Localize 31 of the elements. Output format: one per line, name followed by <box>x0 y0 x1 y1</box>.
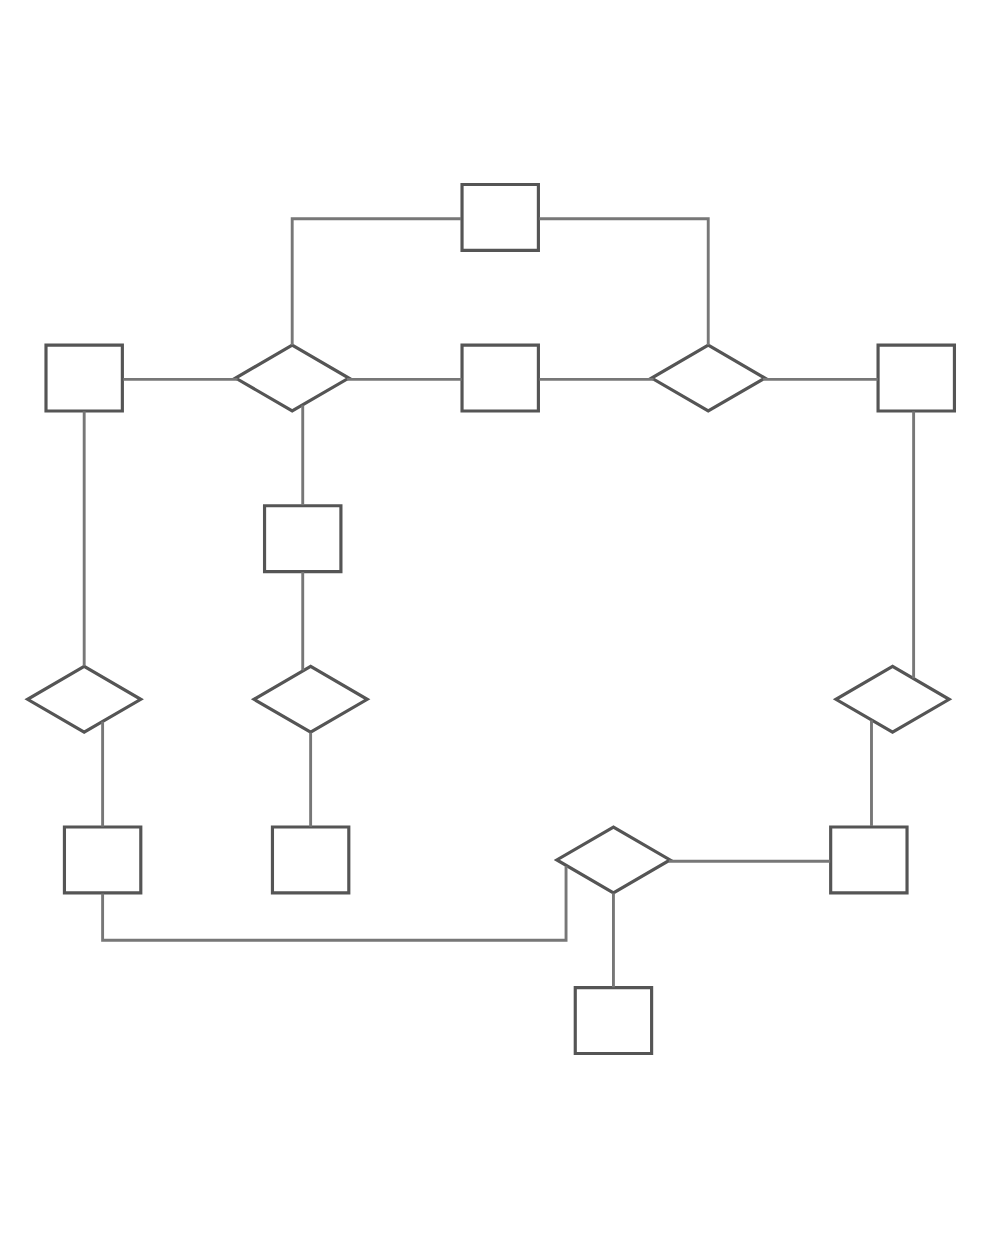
node-box <box>270 824 351 894</box>
connector <box>539 216 710 345</box>
connector <box>346 376 462 380</box>
node-diamond <box>250 663 371 734</box>
node-box <box>44 342 124 412</box>
connector <box>668 858 831 862</box>
connector <box>870 719 873 825</box>
node-box <box>460 181 540 251</box>
connector <box>301 570 305 670</box>
connector <box>539 376 654 380</box>
node-box <box>62 824 143 894</box>
node-box <box>262 503 343 573</box>
connector <box>301 404 305 505</box>
node-diamond <box>648 342 768 412</box>
connector <box>101 865 568 941</box>
connector <box>101 720 105 826</box>
connector <box>82 410 86 665</box>
node-diamond <box>553 824 674 894</box>
node-box <box>876 342 956 412</box>
connector <box>762 376 878 380</box>
connector <box>123 376 238 380</box>
node-diamond <box>232 342 352 412</box>
connector <box>309 731 313 826</box>
connector <box>612 892 615 987</box>
connector <box>912 410 916 678</box>
node-box <box>829 824 909 894</box>
node-diamond <box>24 663 144 734</box>
node-diamond <box>832 663 953 734</box>
node-box <box>573 985 654 1055</box>
connector <box>290 216 462 345</box>
node-box <box>460 342 540 412</box>
